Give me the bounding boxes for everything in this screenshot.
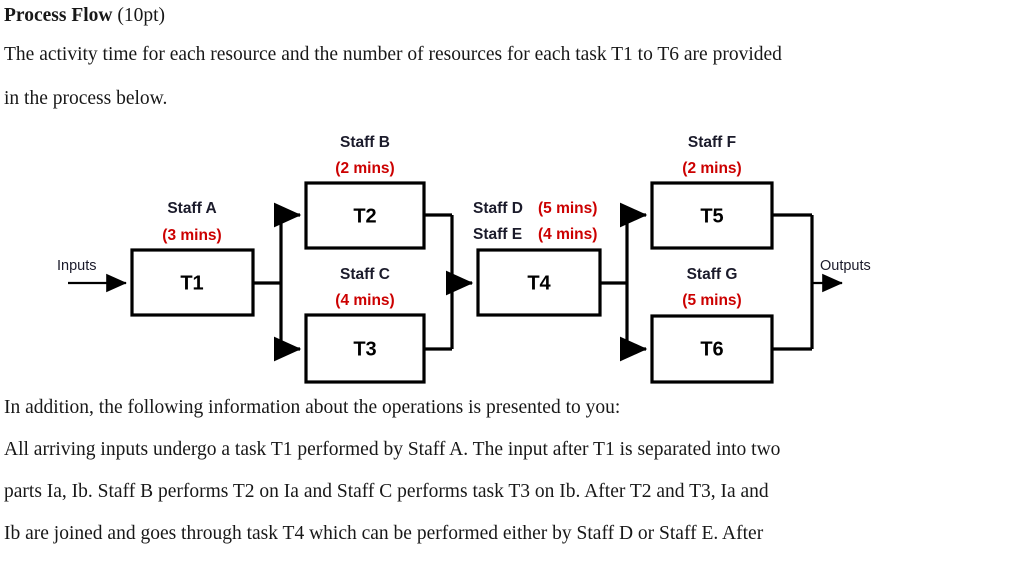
body-line-4: Ib are joined and goes through task T4 w… bbox=[4, 523, 764, 544]
task-label-t6: T6 bbox=[700, 338, 723, 360]
task-box-t2[interactable] bbox=[304, 181, 426, 250]
task-node-t5[interactable]: T5 Staff F (2 mins) bbox=[650, 134, 774, 250]
t4-to-split-connector bbox=[600, 202, 648, 362]
time-label-t6: (5 mins) bbox=[682, 292, 741, 309]
task-node-t3[interactable]: T3 Staff C (4 mins) bbox=[304, 266, 426, 384]
task-node-t2[interactable]: T2 Staff B (2 mins) bbox=[304, 134, 426, 250]
body-line-1: In addition, the following information a… bbox=[4, 397, 621, 418]
task-label-t5: T5 bbox=[700, 205, 723, 227]
staff-label-t1: Staff A bbox=[167, 200, 216, 217]
task-label-t2: T2 bbox=[353, 205, 376, 227]
task-node-t6[interactable]: T6 Staff G (5 mins) bbox=[650, 266, 774, 384]
page-title: Process Flow (10pt) bbox=[4, 6, 954, 26]
staff-label-t3: Staff C bbox=[340, 266, 390, 283]
task-node-t4[interactable]: T4 Staff D (5 mins) Staff E (4 mins) bbox=[473, 200, 602, 317]
task-node-t1[interactable]: T1 Staff A (3 mins) bbox=[130, 200, 255, 317]
staff-label-t5: Staff F bbox=[688, 134, 736, 151]
t1-to-split-connector bbox=[253, 202, 302, 362]
task-label-t4: T4 bbox=[527, 272, 551, 294]
task-box-t1[interactable] bbox=[130, 248, 255, 317]
task-box-t4[interactable] bbox=[476, 248, 602, 317]
staff-label-t4-d: Staff D bbox=[473, 200, 523, 217]
staff-label-t6: Staff G bbox=[687, 266, 738, 283]
task-box-t6[interactable] bbox=[650, 314, 774, 384]
t5-t6-merge-connector bbox=[772, 213, 843, 351]
process-flow-diagram: T1 Staff A (3 mins) T2 Staff B (2 mins) … bbox=[0, 120, 1010, 395]
staff-label-t4-e: Staff E bbox=[473, 226, 522, 243]
task-box-t3[interactable] bbox=[304, 313, 426, 384]
time-label-t5: (2 mins) bbox=[682, 160, 741, 177]
intro-line-2: in the process below. bbox=[4, 88, 168, 109]
t2-t3-merge-connector bbox=[424, 213, 474, 351]
inputs-label: Inputs bbox=[57, 258, 97, 274]
body-line-3: parts Ia, Ib. Staff B performs T2 on Ia … bbox=[4, 481, 769, 502]
outputs-label: Outputs bbox=[820, 258, 871, 274]
time-label-t4-e: (4 mins) bbox=[538, 226, 597, 243]
time-label-t4-d: (5 mins) bbox=[538, 200, 597, 217]
task-label-t3: T3 bbox=[353, 338, 376, 360]
task-label-t1: T1 bbox=[180, 272, 203, 294]
intro-line-1: The activity time for each resource and … bbox=[4, 44, 782, 65]
body-line-2: All arriving inputs undergo a task T1 pe… bbox=[4, 439, 781, 460]
time-label-t1: (3 mins) bbox=[162, 227, 221, 244]
time-label-t2: (2 mins) bbox=[335, 160, 394, 177]
page-title-text: Process Flow bbox=[4, 5, 113, 26]
staff-label-t2: Staff B bbox=[340, 134, 390, 151]
task-box-t5[interactable] bbox=[650, 181, 774, 250]
page-title-marks: (10pt) bbox=[117, 5, 166, 26]
time-label-t3: (4 mins) bbox=[335, 292, 394, 309]
